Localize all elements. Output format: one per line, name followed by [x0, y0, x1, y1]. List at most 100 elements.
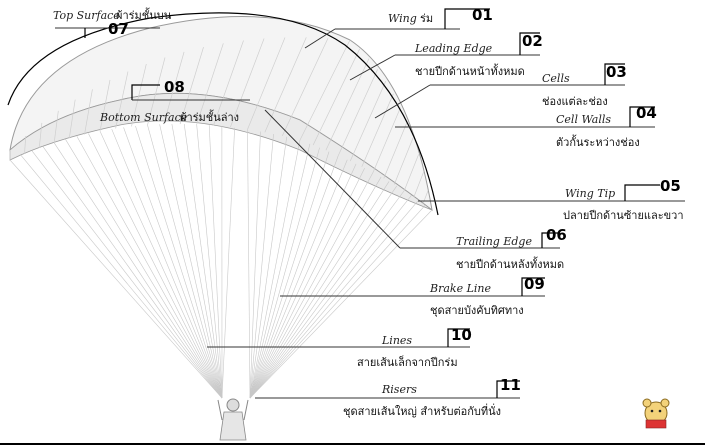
callout-02: Leading Edge ชายปีกด้านหน้าทั้งหมด 02 [349, 32, 543, 81]
label-en-03: Cells [542, 72, 570, 85]
suspension-line [99, 130, 223, 399]
cell-wall [196, 43, 224, 125]
cell-wall [349, 80, 387, 162]
label-th-11: ชุดสายเส้นใหญ่ สำหรับต่อกับที่นั่ง [343, 403, 501, 418]
callout-03: Cells ช่องแต่ละช่อง 03 [374, 63, 627, 119]
label-th-09: ชุดสายบังคับทิศทาง [430, 304, 524, 317]
suspension-line [249, 199, 419, 399]
cell-wall [115, 71, 129, 129]
label-en-10: Lines [381, 334, 412, 347]
suspension-line [249, 151, 330, 399]
label-th-02: ชายปีกด้านหน้าทั้งหมด [415, 63, 525, 78]
frame-09 [521, 277, 545, 296]
canopy [7, 12, 439, 216]
label-th-07: ผ้าร่มชั้นบน [116, 7, 172, 22]
cell-wall [147, 57, 166, 126]
suspension-line [183, 124, 223, 399]
suspension-line [9, 159, 223, 399]
suspension-line [249, 176, 382, 399]
suspension-line [249, 159, 348, 399]
cell-wall [413, 171, 424, 198]
label-th-08: ผ้าร่มชั้นล่าง [180, 109, 239, 124]
frame-11 [496, 380, 520, 398]
suspension-line [249, 136, 288, 399]
cell-wall [361, 93, 394, 167]
suspension-line [31, 150, 223, 399]
frame-06 [541, 232, 560, 248]
suspension-line [42, 146, 223, 399]
suspension-line [249, 131, 261, 399]
label-en-01: Wing [388, 12, 417, 25]
suspension-line [249, 185, 398, 399]
suspension-line [249, 147, 320, 399]
number-05: 05 [660, 177, 681, 195]
suspension-line [88, 133, 223, 399]
cell-wall [299, 39, 351, 141]
label-th-05: ปลายปีกด้านซ้ายและขวา [563, 209, 684, 222]
suspension-line [249, 168, 365, 399]
suspension-line [20, 154, 223, 399]
cell-wall [213, 40, 244, 126]
callout-08: Bottom Surface ผ้าร่มชั้นล่าง 08 [99, 78, 250, 124]
callout-07: Top Surface ผ้าร่มชั้นบน 07 [53, 7, 172, 38]
suspension-line [123, 127, 223, 399]
frame-01 [444, 8, 490, 29]
callout-05: Wing Tip ปลายปีกด้านซ้ายและขวา 05 [418, 177, 685, 222]
cell-wall [163, 51, 185, 125]
frame-03 [604, 63, 625, 85]
cell-wall [337, 69, 378, 156]
suspension-line [247, 129, 251, 399]
cell-wall [131, 63, 147, 127]
cell-wall [230, 38, 265, 128]
suspension-line [171, 123, 223, 399]
callout-11: Risers ชุดสายเส้นใหญ่ สำหรับต่อกับที่นั่… [255, 376, 521, 418]
wing-outline-arc [7, 12, 439, 216]
pilot-figure-icon [217, 398, 249, 441]
cell-wall [312, 48, 361, 146]
callout-04: Cell Walls ตัวกั้นระหว่างช่อง 04 [395, 104, 657, 149]
number-04: 04 [636, 104, 657, 122]
suspension-line [249, 195, 412, 399]
cell-wall [281, 38, 329, 137]
label-th-01: ร่ม [420, 12, 433, 25]
number-10: 10 [451, 326, 472, 344]
label-en-09: Brake Line [429, 282, 491, 295]
cell-wall [68, 99, 76, 139]
suspension-line [221, 127, 235, 399]
label-en-07: Top Surface [53, 9, 120, 22]
number-02: 02 [522, 32, 543, 50]
cell-wall [372, 107, 401, 173]
number-01: 01 [472, 6, 493, 24]
label-th-10: สายเส้นเล็กจากปีกร่ม [357, 355, 458, 369]
suspension-lines [9, 123, 433, 399]
cell-wall [393, 137, 414, 185]
label-th-04: ตัวกั้นระหว่างช่อง [556, 134, 640, 149]
number-06: 06 [546, 226, 567, 244]
number-03: 03 [606, 63, 627, 81]
label-en-11: Risers [381, 383, 417, 396]
frame-02 [519, 32, 540, 55]
label-th-06: ชายปีกด้านหลังทั้งหมด [456, 256, 564, 271]
cell-wall [24, 135, 27, 154]
callouts: Wing ร่ม 01 Leading Edge ชายปีกด้านหน้าท… [53, 6, 685, 418]
suspension-line [147, 124, 223, 399]
leader-02 [349, 54, 396, 81]
suspension-line [249, 163, 357, 399]
number-07: 07 [108, 20, 129, 38]
suspension-line [249, 172, 374, 399]
frame-10 [447, 328, 470, 347]
label-th-03: ช่องแต่ละช่อง [542, 95, 608, 108]
canopy-cells [9, 37, 429, 204]
cell-wall [247, 37, 286, 130]
number-08: 08 [164, 78, 185, 96]
suspension-line [135, 125, 223, 399]
suspension-line [249, 190, 405, 399]
cell-wall [179, 47, 204, 125]
suspension-line [53, 142, 223, 399]
suspension-line [76, 136, 223, 399]
label-en-06: Trailing Edge [456, 235, 532, 248]
number-09: 09 [524, 275, 545, 293]
label-en-05: Wing Tip [565, 187, 615, 200]
callout-09: Brake Line ชุดสายบังคับทิศทาง 09 [280, 275, 545, 317]
